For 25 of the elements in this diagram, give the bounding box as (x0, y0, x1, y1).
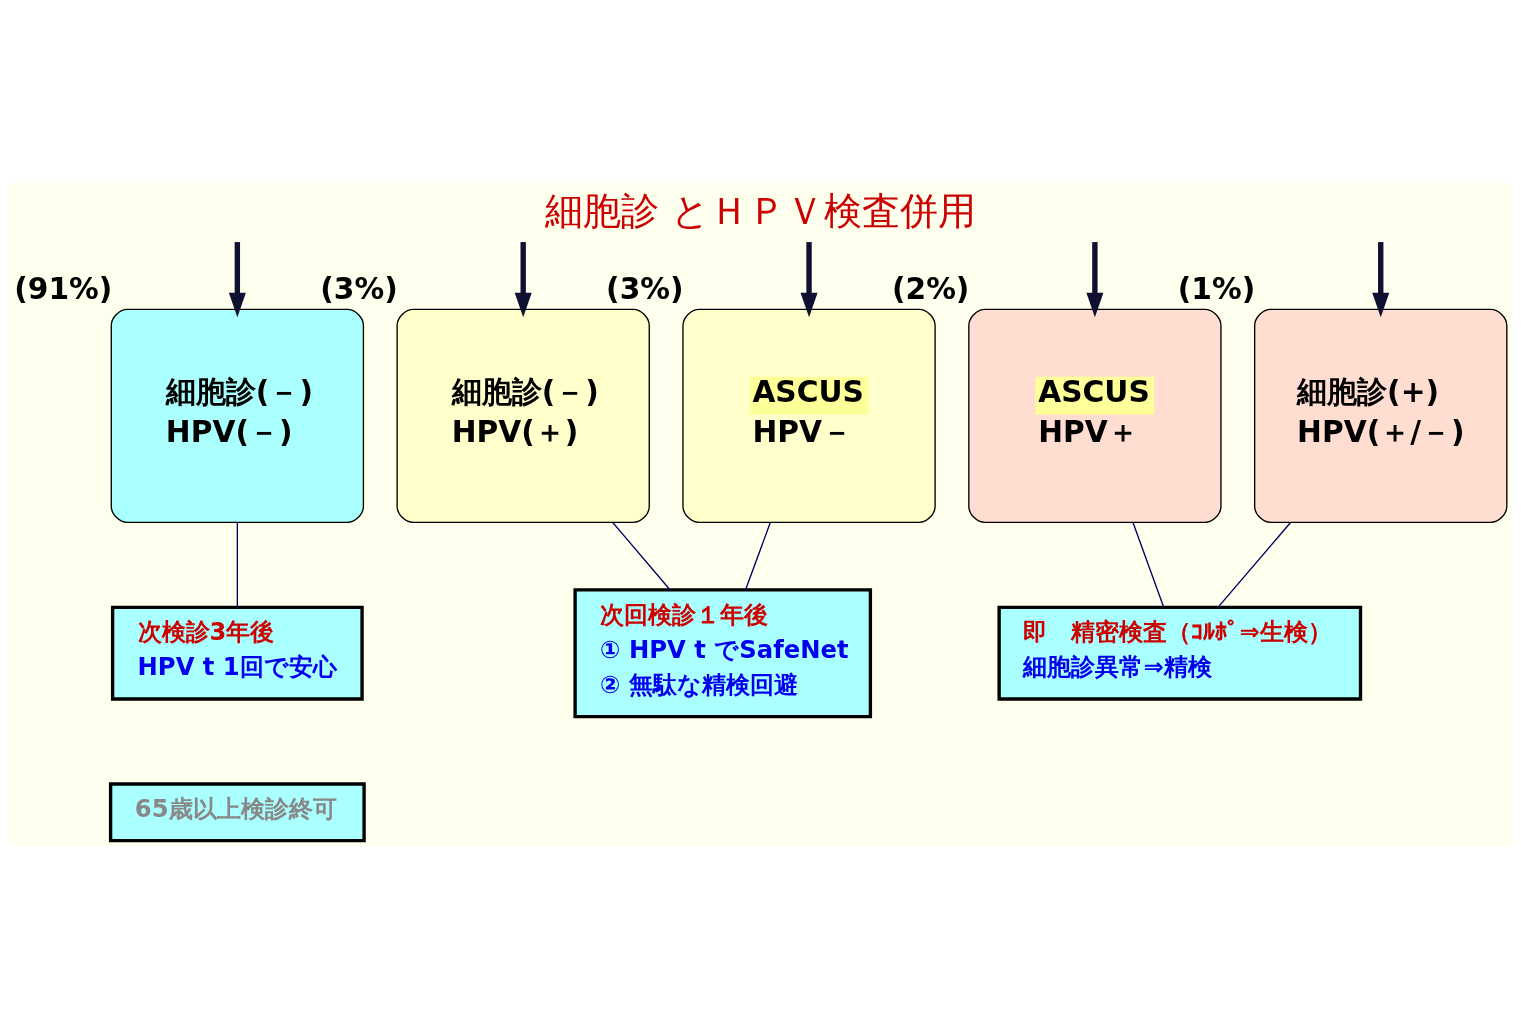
node-box: ASCUS HPV－ (682, 308, 936, 524)
node-box: 次検診3年後 HPV t 1回で安心 (110, 605, 364, 701)
node-label: (1%) (1177, 271, 1256, 307)
arrow (800, 242, 818, 318)
node-label: (3%) (320, 271, 398, 307)
arrow (1086, 242, 1104, 318)
connector (1132, 521, 1165, 608)
node-label: (91%) (14, 271, 113, 307)
connector (236, 521, 239, 608)
node-box: 細胞診(－) HPV(＋) (396, 308, 650, 524)
node-label: (3%) (606, 271, 684, 307)
connector (1217, 521, 1292, 608)
node-box: ASCUS HPV＋ (968, 308, 1222, 524)
node-box: 細胞診(－) HPV(－) (110, 308, 365, 524)
diagram-title: 細胞診 とＨＰＶ検査併用 (545, 188, 976, 233)
connector (612, 521, 671, 591)
node-box: 次回検診１年後 ① HPV t でSafeNet ② 無駄な精検回避 (573, 588, 873, 719)
node-label: (2%) (891, 271, 970, 307)
arrow (1372, 242, 1390, 318)
node-box: 即 精密検査（ｺﾙﾎﾟ⇒生検） 細胞診異常⇒精検 (997, 605, 1363, 701)
connector (745, 521, 771, 591)
arrow (228, 242, 246, 318)
node-box: 65歳以上検診終可 (108, 782, 366, 843)
node-box: 細胞診(+) HPV(＋/－) (1254, 308, 1508, 524)
arrow (514, 242, 532, 318)
